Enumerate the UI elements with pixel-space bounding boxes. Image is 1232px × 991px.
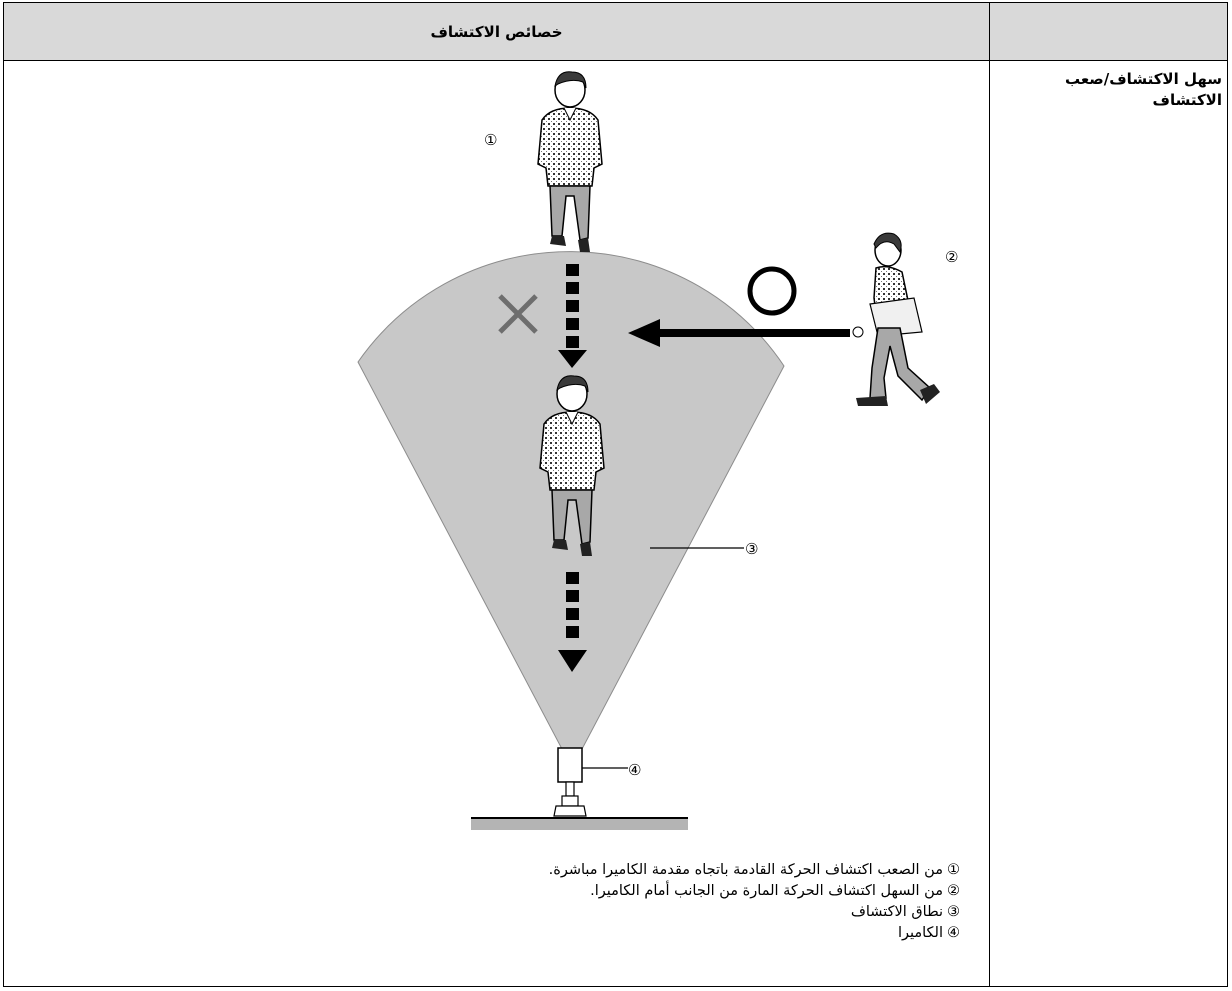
camera-icon (553, 747, 587, 817)
legend-item: ④الكاميرا (897, 925, 960, 941)
detection-characteristics-table: خصائص الاكتشاف سهل الاكتشاف/صعب الاكتشاف (3, 2, 1228, 987)
marker-4: ④ (628, 761, 641, 779)
legend-item: ①من الصعب اكتشاف الحركة القادمة باتجاه م… (548, 862, 960, 878)
column-divider (989, 3, 990, 986)
detection-area (357, 251, 785, 770)
legend-item: ③نطاق الاكتشاف (850, 904, 960, 920)
header-title: خصائص الاكتشاف (430, 23, 563, 41)
marker-3: ③ (745, 540, 758, 558)
dashed-arrow-bottom (558, 572, 587, 672)
legend-item: ②من السهل اكتشاف الحركة المارة من الجانب… (590, 883, 960, 899)
detected-circle-icon (747, 266, 797, 316)
person-in-area-icon (539, 375, 605, 556)
table-header-row: خصائص الاكتشاف (4, 3, 1227, 61)
marker-1: ① (484, 131, 497, 149)
side-motion-arrow (628, 319, 850, 347)
row-label: سهل الاكتشاف/صعب الاكتشاف (1064, 70, 1222, 109)
figure-legend: ①من الصعب اكتشاف الحركة القادمة باتجاه م… (40, 860, 960, 944)
person-approaching-icon (537, 71, 603, 252)
not-detected-x-icon (498, 294, 538, 334)
dashed-arrow-top (558, 264, 587, 368)
person-passing-icon (852, 232, 940, 406)
marker-2: ② (945, 248, 958, 266)
mounting-surface (471, 818, 688, 830)
